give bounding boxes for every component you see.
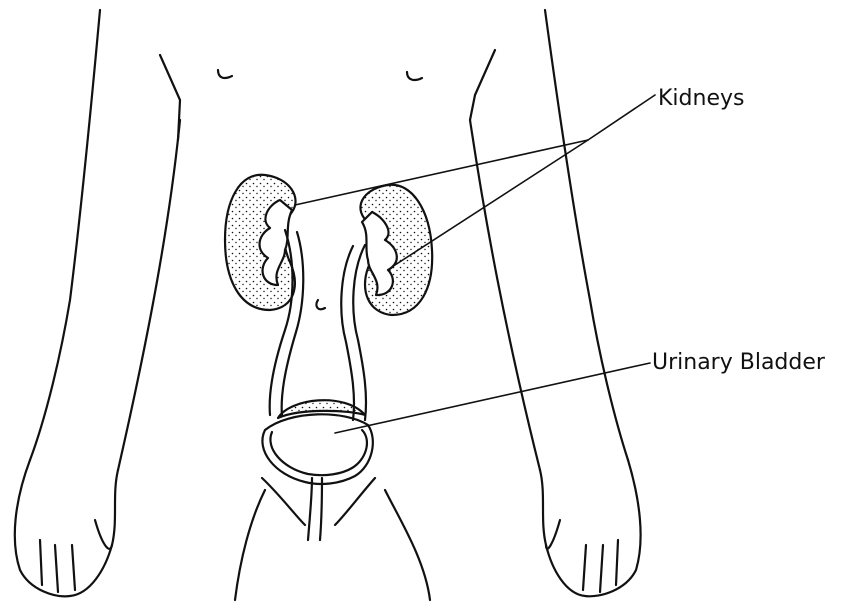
label-kidneys: Kidneys bbox=[658, 88, 744, 110]
left-hip-line bbox=[160, 55, 180, 140]
right-mark bbox=[407, 72, 422, 80]
leader-kidneys-left bbox=[295, 140, 588, 205]
left-leg-line bbox=[235, 490, 265, 600]
right-ureter bbox=[353, 245, 366, 420]
right-leg-line bbox=[385, 490, 430, 600]
torso-right-outline bbox=[545, 10, 628, 460]
left-mark bbox=[218, 70, 232, 78]
right-hand bbox=[540, 460, 641, 596]
urethra bbox=[308, 478, 312, 540]
right-hip-line bbox=[470, 50, 495, 120]
right-arm-inner bbox=[470, 120, 540, 470]
label-urinary-bladder: Urinary Bladder bbox=[652, 352, 825, 374]
left-arm-inner bbox=[118, 120, 180, 470]
urinary-bladder bbox=[262, 414, 372, 484]
leader-bladder bbox=[335, 363, 650, 433]
navel bbox=[316, 300, 325, 309]
left-hand bbox=[15, 460, 118, 596]
groin-right bbox=[335, 478, 375, 525]
leader-kidneys-main bbox=[588, 95, 655, 140]
torso-left-outline bbox=[30, 10, 100, 460]
groin-left bbox=[262, 478, 305, 525]
